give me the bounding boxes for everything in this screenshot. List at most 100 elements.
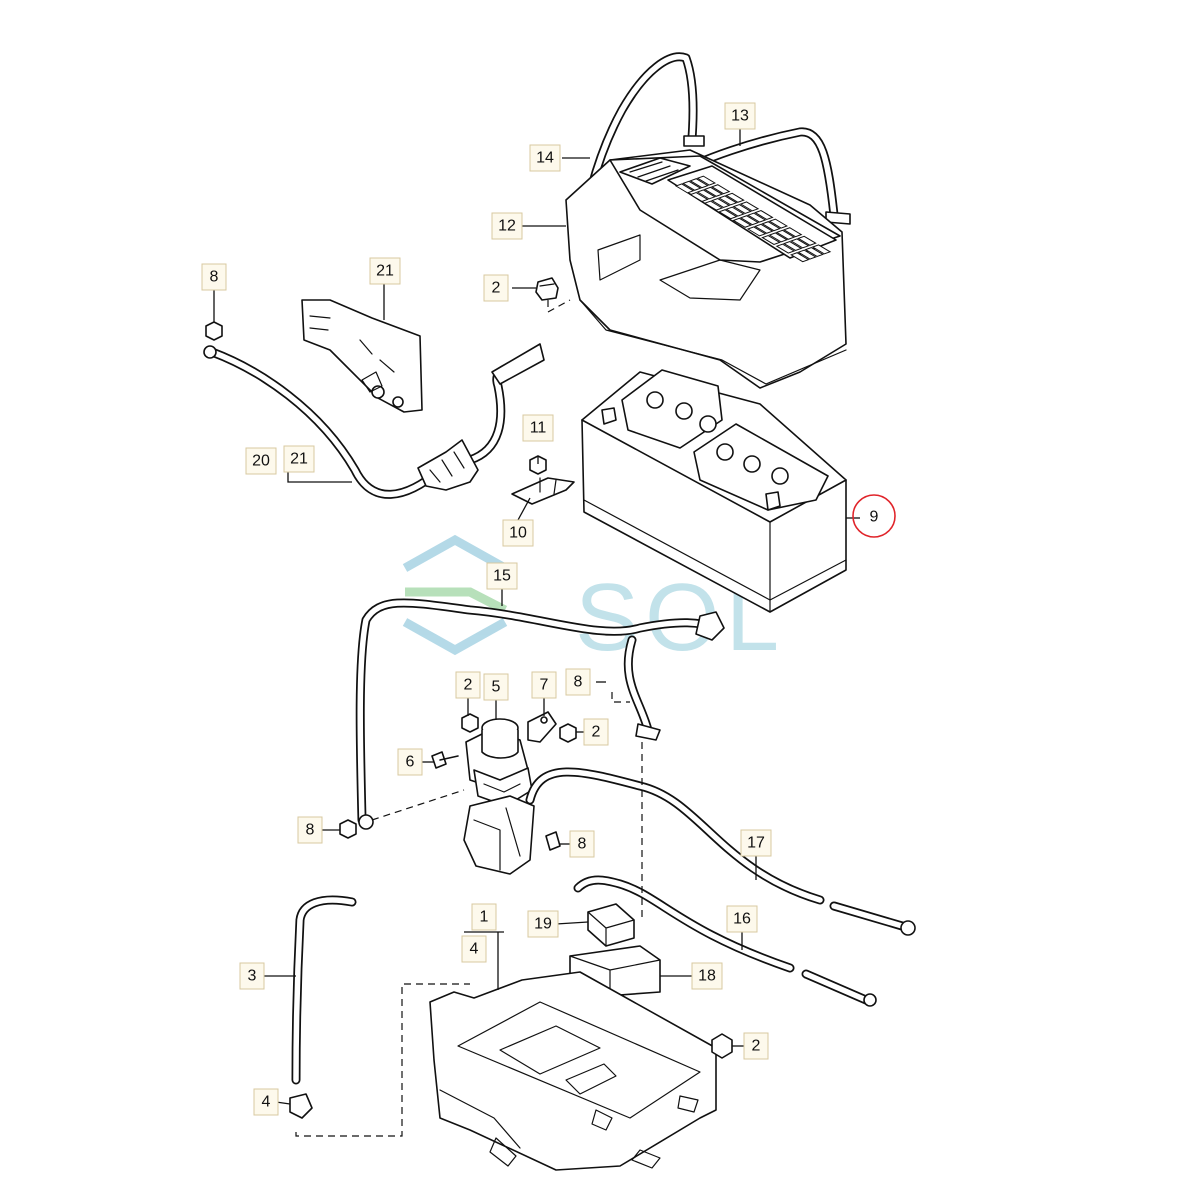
callout-10[interactable]: 10 bbox=[502, 519, 534, 547]
battery-9[interactable] bbox=[581, 369, 847, 613]
callout-2-top[interactable]: 2 bbox=[483, 274, 509, 302]
cable-3 bbox=[291, 895, 357, 1085]
callout-20[interactable]: 20 bbox=[245, 447, 277, 475]
callout-9[interactable]: 9 bbox=[870, 509, 879, 526]
callout-7[interactable]: 7 bbox=[531, 671, 557, 699]
vent-cell bbox=[739, 215, 760, 226]
relay-bracket bbox=[463, 795, 535, 875]
callout-2-relay-left[interactable]: 2 bbox=[455, 671, 481, 699]
vent-cell bbox=[811, 244, 832, 255]
vent-cell bbox=[674, 183, 695, 194]
leader-lines bbox=[213, 126, 860, 1105]
svg-text:17: 17 bbox=[747, 835, 765, 852]
callout-4-clip[interactable]: 4 bbox=[253, 1088, 279, 1116]
callout-12[interactable]: 12 bbox=[491, 212, 523, 240]
callout-11[interactable]: 11 bbox=[522, 414, 554, 442]
svg-text:14: 14 bbox=[536, 150, 554, 167]
svg-text:21: 21 bbox=[290, 451, 308, 468]
callout-13[interactable]: 13 bbox=[724, 102, 756, 130]
callout-8-cap[interactable]: 8 bbox=[569, 830, 595, 858]
nut-2-top bbox=[535, 277, 571, 314]
callout-8-cable[interactable]: 8 bbox=[565, 668, 591, 696]
callout-15[interactable]: 15 bbox=[486, 562, 518, 590]
callout-4-tray[interactable]: 4 bbox=[461, 935, 487, 963]
vent-cell bbox=[703, 186, 724, 197]
fuse-19 bbox=[587, 903, 635, 947]
callout-3[interactable]: 3 bbox=[239, 962, 265, 990]
callout-21-cable[interactable]: 21 bbox=[283, 445, 315, 473]
bolt-6 bbox=[431, 751, 459, 769]
cable-15 bbox=[355, 598, 725, 830]
nut-2-relay-left bbox=[461, 713, 479, 733]
callouts: 8 21 2 12 14 13 11 20 21 10 9 15 8 2 5 7… bbox=[201, 102, 879, 1116]
vent-cell bbox=[797, 249, 817, 260]
callout-1[interactable]: 1 bbox=[471, 903, 497, 931]
svg-text:11: 11 bbox=[530, 420, 547, 437]
svg-text:20: 20 bbox=[252, 453, 270, 470]
vent-cell bbox=[768, 232, 789, 243]
vent-cell bbox=[718, 195, 738, 206]
vent-cell bbox=[782, 227, 803, 238]
svg-text:8: 8 bbox=[578, 836, 587, 853]
vent-cell bbox=[710, 197, 731, 209]
vent-cell bbox=[739, 201, 760, 212]
nut-2-bottom bbox=[711, 1033, 733, 1059]
vent-cell bbox=[725, 192, 745, 203]
svg-text:15: 15 bbox=[493, 568, 511, 585]
svg-text:12: 12 bbox=[498, 218, 516, 235]
callout-16[interactable]: 16 bbox=[726, 905, 758, 933]
svg-text:9: 9 bbox=[870, 509, 879, 526]
bracket-7 bbox=[527, 711, 557, 743]
vent-grid-cells bbox=[674, 175, 832, 263]
vent-cell bbox=[790, 238, 810, 249]
callout-17[interactable]: 17 bbox=[740, 829, 772, 857]
svg-text:2: 2 bbox=[752, 1038, 761, 1055]
callout-8-top-left[interactable]: 8 bbox=[201, 263, 227, 291]
cable-17 bbox=[525, 767, 916, 936]
cable-16 bbox=[573, 875, 877, 1007]
svg-text:16: 16 bbox=[733, 911, 751, 928]
svg-text:6: 6 bbox=[406, 754, 415, 771]
svg-text:8: 8 bbox=[574, 674, 583, 691]
fuse-box-5 bbox=[465, 718, 533, 807]
highlight-ring bbox=[852, 494, 896, 538]
clip-4 bbox=[289, 1093, 313, 1119]
callout-18[interactable]: 18 bbox=[691, 962, 723, 990]
callout-21-bracket[interactable]: 21 bbox=[369, 257, 401, 285]
svg-text:4: 4 bbox=[470, 941, 479, 958]
callout-14[interactable]: 14 bbox=[529, 144, 561, 172]
svg-text:4: 4 bbox=[262, 1094, 271, 1111]
vent-cell bbox=[754, 223, 774, 234]
vent-cell bbox=[775, 229, 796, 240]
svg-text:3: 3 bbox=[248, 968, 257, 985]
vent-cell bbox=[696, 175, 717, 186]
vent-cell bbox=[790, 252, 810, 263]
callout-19[interactable]: 19 bbox=[527, 910, 559, 938]
svg-text:8: 8 bbox=[210, 269, 219, 286]
svg-text:2: 2 bbox=[464, 677, 473, 694]
battery-cover-vent-grid bbox=[667, 165, 837, 263]
svg-text:1: 1 bbox=[480, 909, 489, 926]
bracket-10 bbox=[511, 477, 575, 505]
callout-5[interactable]: 5 bbox=[483, 673, 509, 701]
callout-2-relay-right[interactable]: 2 bbox=[583, 718, 609, 746]
vent-cell bbox=[732, 203, 753, 215]
vent-cell bbox=[725, 206, 745, 217]
vent-cell bbox=[682, 180, 702, 191]
vent-cell bbox=[689, 178, 709, 189]
vent-cell bbox=[782, 240, 803, 252]
battery-tray-1 bbox=[429, 971, 717, 1171]
vent-cell bbox=[710, 184, 731, 195]
vent-cell bbox=[703, 200, 724, 211]
callout-2-bottom[interactable]: 2 bbox=[743, 1032, 769, 1060]
svg-text:2: 2 bbox=[592, 724, 601, 741]
svg-text:19: 19 bbox=[534, 916, 552, 933]
vent-cell bbox=[768, 218, 789, 229]
callout-8-left[interactable]: 8 bbox=[297, 816, 323, 844]
svg-text:13: 13 bbox=[731, 108, 749, 125]
cable-20 bbox=[203, 343, 545, 499]
vent-cell bbox=[754, 209, 774, 221]
vent-cell bbox=[746, 212, 767, 223]
callout-6[interactable]: 6 bbox=[397, 748, 423, 776]
